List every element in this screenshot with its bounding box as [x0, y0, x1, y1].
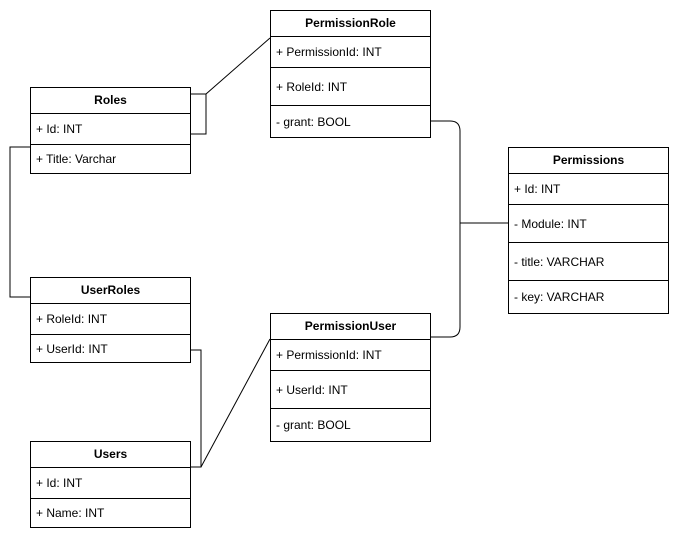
entity-title: PermissionRole [271, 11, 430, 37]
entity-permissionrole[interactable]: PermissionRole + PermissionId: INT + Rol… [270, 10, 431, 138]
connector-users-permissionuser [200, 338, 271, 468]
entity-title: Users [31, 442, 190, 468]
entity-field: - key: VARCHAR [509, 280, 668, 313]
connector-permissionuser-permissions [431, 223, 461, 338]
entity-field: + PermissionId: INT [276, 348, 382, 362]
entity-title: Roles [31, 88, 190, 114]
entity-userroles[interactable]: UserRoles + RoleId: INT + UserId: INT [30, 277, 191, 363]
entity-title: Permissions [509, 148, 668, 174]
connector-roles-userroles [9, 146, 31, 298]
entity-field: + Id: INT [36, 122, 83, 136]
entity-permissions[interactable]: Permissions + Id: INT - Module: INT - ti… [508, 147, 669, 314]
connector-userroles-users [190, 349, 202, 468]
connector-permissionrole-permissions [431, 120, 509, 224]
entity-field: - grant: BOOL [271, 105, 430, 137]
entity-roles[interactable]: Roles + Id: INT + Title: Varchar [30, 87, 191, 174]
entity-field: + UserId: INT [31, 334, 190, 362]
entity-field: + Id: INT [514, 182, 561, 196]
entity-title: UserRoles [31, 278, 190, 304]
entity-field: + Title: Varchar [31, 144, 190, 173]
entity-field: + RoleId: INT [36, 312, 108, 326]
connector-roles-permissionrole [190, 37, 271, 135]
entity-field: + Name: INT [31, 498, 190, 527]
entity-field: - Module: INT [509, 204, 668, 242]
entity-users[interactable]: Users + Id: INT + Name: INT [30, 441, 191, 528]
entity-field: + Id: INT [36, 476, 83, 490]
entity-field: - grant: BOOL [271, 408, 430, 441]
entity-field: + RoleId: INT [271, 67, 430, 105]
entity-title: PermissionUser [271, 314, 430, 340]
entity-permissionuser[interactable]: PermissionUser + PermissionId: INT + Use… [270, 313, 431, 442]
entity-field: + UserId: INT [271, 370, 430, 408]
entity-field: + PermissionId: INT [276, 45, 382, 59]
entity-field: - title: VARCHAR [509, 242, 668, 280]
